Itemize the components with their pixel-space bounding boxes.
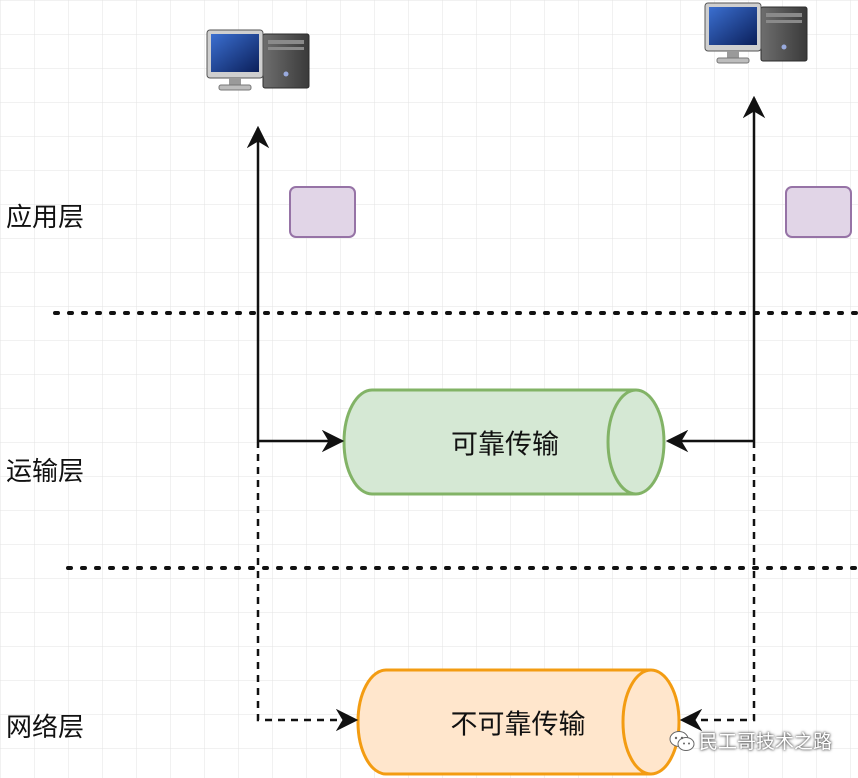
watermark-text: 民工哥技术之路 bbox=[698, 731, 832, 753]
computer-right-icon bbox=[704, 2, 808, 64]
dashed-arrow-right bbox=[679, 441, 756, 732]
app-box-left bbox=[289, 186, 356, 238]
layer-label-app: 应用层 bbox=[6, 203, 85, 233]
reliable-pipe-label: 可靠传输 bbox=[451, 429, 559, 461]
layer-label-transport: 运输层 bbox=[6, 457, 85, 487]
layer-label-network: 网络层 bbox=[6, 713, 85, 743]
unreliable-pipe-label: 不可靠传输 bbox=[450, 709, 586, 741]
dashed-arrow-left bbox=[256, 441, 359, 732]
watermark: 民工哥技术之路 bbox=[669, 727, 832, 754]
wechat-icon bbox=[669, 730, 695, 751]
app-box-right bbox=[785, 186, 852, 238]
reliable-pipe bbox=[342, 388, 666, 496]
unreliable-pipe bbox=[356, 668, 681, 776]
computer-left-icon bbox=[206, 29, 310, 91]
